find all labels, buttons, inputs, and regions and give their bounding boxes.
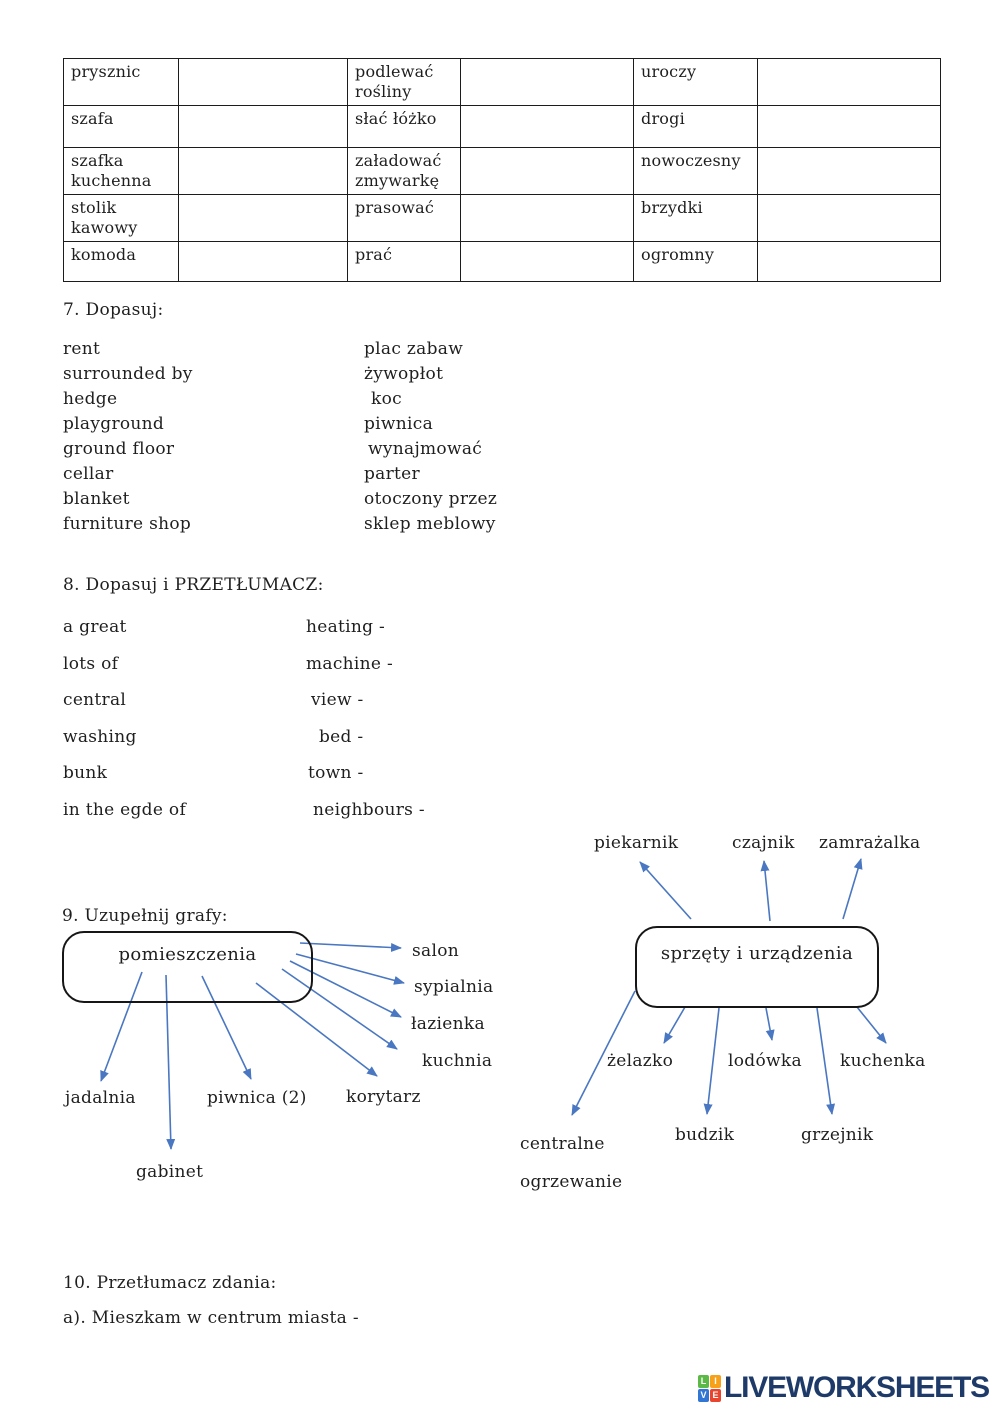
- table-cell-word: załadować zmywarkę: [347, 147, 461, 195]
- table-cell-word: prasować: [347, 194, 461, 242]
- icon-letter: E: [710, 1388, 721, 1402]
- ex10-heading: 10. Przetłumacz zdania:: [63, 1273, 277, 1293]
- table-row: stolik kawowy prasować brzydki: [63, 194, 941, 242]
- graph-center-rooms: pomieszczenia: [62, 931, 313, 1003]
- match-item-pl: plac zabaw: [364, 339, 464, 359]
- match-item-en: washing: [63, 726, 137, 747]
- match-item-pl: piwnica: [364, 414, 434, 434]
- match-item-en: playground: [63, 414, 165, 434]
- match-item-en: furniture shop: [63, 514, 192, 534]
- graph-center-appliances: sprzęty i urządzenia: [635, 926, 879, 1008]
- graph-node: piwnica (2): [207, 1088, 307, 1108]
- graph-node: salon: [412, 941, 459, 961]
- table-row: prysznic podlewać rośliny uroczy: [63, 58, 941, 106]
- graph-node: gabinet: [136, 1162, 204, 1182]
- match-item-en: lots of: [63, 653, 119, 674]
- graph-node: sypialnia: [414, 977, 494, 997]
- match-item-pl: sklep meblowy: [364, 514, 496, 534]
- table-cell-blank[interactable]: [757, 147, 941, 195]
- table-cell-word: prysznic: [63, 58, 179, 106]
- match-item-pl: koc: [371, 389, 402, 409]
- table-cell-word: drogi: [633, 105, 758, 148]
- table-cell-word: komoda: [63, 241, 179, 282]
- graph-node: żelazko: [607, 1051, 674, 1071]
- graph-node: jadalnia: [65, 1088, 136, 1108]
- graph-node: piekarnik: [594, 833, 679, 853]
- graph-node: zamrażalka: [819, 833, 921, 853]
- match-item-pl: wynajmować: [368, 439, 483, 459]
- icon-letter: I: [710, 1374, 721, 1388]
- match-item-en: cellar: [63, 464, 114, 484]
- match-item-pl: żywopłot: [364, 364, 444, 384]
- match-item-en: blanket: [63, 489, 130, 509]
- liveworksheets-logo[interactable]: L I V E LIVEWORKSHEETS: [698, 1371, 990, 1405]
- ex10-item-a: a). Mieszkam w centrum miasta -: [63, 1308, 359, 1328]
- graph-node: korytarz: [346, 1087, 421, 1107]
- ex7-left-column: rent surrounded by hedge playground grou…: [63, 337, 193, 537]
- match-item-translate: neighbours -: [313, 799, 425, 820]
- table-cell-word: szafka kuchenna: [63, 147, 179, 195]
- match-item-en: bunk: [63, 763, 108, 784]
- table-cell-word: brzydki: [633, 194, 758, 242]
- table-cell-blank[interactable]: [178, 58, 348, 106]
- match-item-en: ground floor: [63, 439, 175, 459]
- graph-node: kuchnia: [422, 1051, 493, 1071]
- match-item-translate: machine -: [306, 653, 394, 674]
- liveworksheets-wordmark: LIVEWORKSHEETS: [724, 1371, 990, 1404]
- icon-letter: V: [698, 1388, 709, 1402]
- match-item-pl: parter: [364, 464, 420, 484]
- match-item-translate: heating -: [306, 617, 386, 637]
- table-cell-word: ogromny: [633, 241, 758, 282]
- table-cell-word: prać: [347, 241, 461, 282]
- graph-node: lodówka: [728, 1051, 802, 1071]
- match-item-translate: town -: [308, 763, 364, 784]
- ex7-heading: 7. Dopasuj:: [63, 300, 164, 320]
- table-cell-blank[interactable]: [757, 241, 941, 282]
- match-item-translate: view -: [311, 690, 364, 711]
- match-item-en: a great: [63, 617, 127, 637]
- icon-letter: L: [698, 1374, 709, 1388]
- table-cell-blank[interactable]: [460, 105, 634, 148]
- table-cell-blank[interactable]: [178, 241, 348, 282]
- table-cell-word: stolik kawowy: [63, 194, 179, 242]
- table-cell-blank[interactable]: [757, 194, 941, 242]
- match-item-en: rent: [63, 339, 101, 359]
- graph-node: czajnik: [732, 833, 795, 853]
- table-cell-blank[interactable]: [757, 58, 941, 106]
- ex7-right-column: plac zabaw żywopłot koc piwnica wynajmow…: [364, 337, 497, 537]
- table-row: komoda prać ogromny: [63, 241, 941, 282]
- match-item-en: surrounded by: [63, 364, 193, 384]
- graph-node: centralne ogrzewanie: [520, 1134, 623, 1192]
- graph-node: łazienka: [411, 1014, 485, 1034]
- graph-node: budzik: [675, 1125, 735, 1145]
- match-item-en: central: [63, 690, 127, 711]
- liveworksheets-icon: L I V E: [698, 1374, 721, 1402]
- match-item-translate: bed -: [319, 726, 364, 747]
- table-cell-word: słać łóżko: [347, 105, 461, 148]
- match-item-en: in the egde of: [63, 799, 187, 820]
- graph-center-label: pomieszczenia: [118, 944, 257, 965]
- ex8-left-column: a great lots of central washing bunk in …: [63, 609, 186, 829]
- match-item-en: hedge: [63, 389, 118, 409]
- vocab-table: prysznic podlewać rośliny uroczy szafa s…: [63, 58, 941, 282]
- ex9-heading: 9. Uzupełnij grafy:: [62, 906, 228, 926]
- table-cell-word: nowoczesny: [633, 147, 758, 195]
- table-cell-blank[interactable]: [460, 241, 634, 282]
- ex8-heading: 8. Dopasuj i PRZETŁUMACZ:: [63, 575, 324, 595]
- graph-node: kuchenka: [840, 1051, 926, 1071]
- table-row: szafka kuchenna załadować zmywarkę nowoc…: [63, 147, 941, 195]
- graph-node: grzejnik: [801, 1125, 874, 1145]
- table-cell-blank[interactable]: [460, 194, 634, 242]
- match-item-pl: otoczony przez: [364, 489, 498, 509]
- table-cell-blank[interactable]: [460, 58, 634, 106]
- graph-center-label: sprzęty i urządzenia: [660, 943, 854, 964]
- ex8-right-column: heating - machine - view - bed - town - …: [306, 609, 425, 829]
